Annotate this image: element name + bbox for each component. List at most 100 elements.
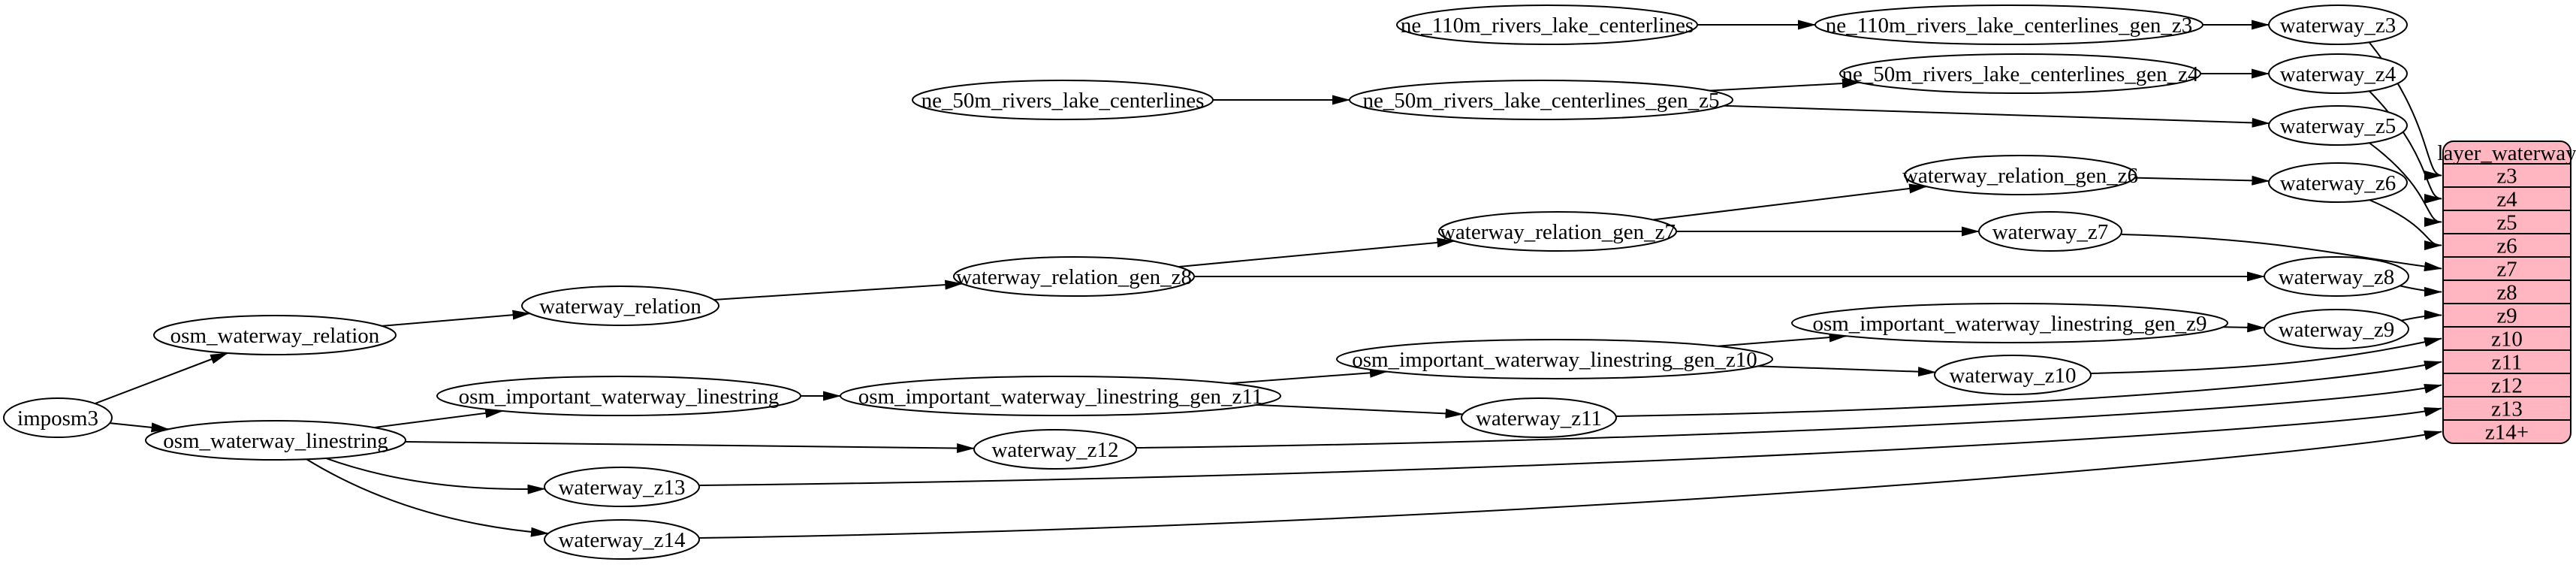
edge-waterway_z5-to-table-z5 <box>2368 142 2442 227</box>
node-ellipse-osm_important_waterway_linestring_gen_z11 <box>840 376 1281 416</box>
node-osm_important_waterway_linestring_gen_z11: osm_important_waterway_linestring_gen_z1… <box>840 376 1281 416</box>
edge-osm_waterway_linestring-to-waterway_z12 <box>405 440 976 453</box>
node-waterway_z8: waterway_z8 <box>2264 256 2409 297</box>
edge-ne_50m_rivers_lake_centerlines_gen_z5-to-waterway_z5 <box>1724 104 2270 128</box>
node-label-waterway_z7: waterway_z7 <box>1992 220 2109 244</box>
node-ellipse-waterway_z10 <box>1934 355 2092 395</box>
node-ellipse-waterway_relation_gen_z7 <box>1438 211 1677 252</box>
table-row-z4: z4 <box>2496 188 2517 212</box>
edge-waterway_z11-to-table-z11 <box>1615 360 2442 417</box>
edge-waterway_z14-to-table-z14+ <box>698 430 2442 539</box>
node-label-ne_50m_rivers_lake_centerlines_gen_z4: ne_50m_rivers_lake_centerlines_gen_z4 <box>1842 62 2199 86</box>
node-ellipse-waterway_z14 <box>544 519 700 560</box>
node-osm_important_waterway_linestring_gen_z9: osm_important_waterway_linestring_gen_z9 <box>1791 303 2228 343</box>
edge-waterway_z12-to-table-z12 <box>1136 383 2442 449</box>
graph-root: z3z4z5z6z7z8z9z10z11z12z13z14+layer_wate… <box>3 5 2576 560</box>
node-ellipse-ne_50m_rivers_lake_centerlines_gen_z5 <box>1349 80 1733 120</box>
node-ne_50m_rivers_lake_centerlines: ne_50m_rivers_lake_centerlines <box>912 80 1214 120</box>
node-ellipse-waterway_relation_gen_z8 <box>953 256 1195 297</box>
node-label-waterway_z11: waterway_z11 <box>1476 406 1602 431</box>
table-row-z12: z12 <box>2491 374 2523 398</box>
edge-osm_important_waterway_linestring_gen_z9-to-waterway_z9 <box>2223 322 2266 333</box>
node-ne_50m_rivers_lake_centerlines_gen_z4: ne_50m_rivers_lake_centerlines_gen_z4 <box>1839 53 2201 94</box>
table-row-z13: z13 <box>2491 397 2523 421</box>
node-ellipse-osm_waterway_relation <box>153 315 397 355</box>
node-ellipse-waterway_z4 <box>2268 53 2408 94</box>
node-waterway_z13: waterway_z13 <box>544 467 700 507</box>
edge-waterway_relation_gen_z8-to-waterway_relation_gen_z7 <box>1178 237 1455 268</box>
node-label-imposm3: imposm3 <box>17 406 98 431</box>
node-label-osm_waterway_linestring: osm_waterway_linestring <box>163 429 388 453</box>
edge-waterway_relation_gen_z7-to-waterway_relation_gen_z6 <box>1652 183 1928 221</box>
edge-waterway_z10-to-table-z10 <box>2090 337 2442 374</box>
edge-imposm3-to-osm_waterway_relation <box>95 352 229 405</box>
node-ellipse-waterway_relation_gen_z6 <box>1904 155 2137 195</box>
node-label-osm_waterway_relation: osm_waterway_relation <box>170 324 380 348</box>
table-row-z11: z11 <box>2492 351 2523 375</box>
node-waterway_relation_gen_z8: waterway_relation_gen_z8 <box>953 256 1195 297</box>
node-label-waterway_z5: waterway_z5 <box>2280 114 2397 138</box>
node-label-ne_50m_rivers_lake_centerlines: ne_50m_rivers_lake_centerlines <box>922 89 1205 113</box>
table-row-z3: z3 <box>2496 165 2517 189</box>
edge-ne_50m_rivers_lake_centerlines_gen_z5-to-ne_50m_rivers_lake_centerlines_gen_z4 <box>1709 78 1860 92</box>
node-label-ne_110m_rivers_lake_centerlines_gen_z3: ne_110m_rivers_lake_centerlines_gen_z3 <box>1826 14 2193 38</box>
node-label-waterway_z10: waterway_z10 <box>1949 364 2076 388</box>
table-row-z10: z10 <box>2491 328 2523 352</box>
table-row-z5: z5 <box>2496 211 2517 235</box>
node-label-waterway_z13: waterway_z13 <box>558 476 685 500</box>
node-ellipse-ne_50m_rivers_lake_centerlines_gen_z4 <box>1839 53 2201 94</box>
node-ellipse-osm_waterway_linestring <box>145 420 406 461</box>
node-ellipse-waterway_z12 <box>973 429 1137 470</box>
edge-waterway_z9-to-table-z9 <box>2401 310 2442 322</box>
edge-osm_important_waterway_linestring_gen_z11-to-waterway_z11 <box>1256 403 1464 418</box>
node-ellipse-waterway_z5 <box>2268 105 2408 146</box>
edge-waterway_z6-to-table-z6 <box>2369 198 2442 250</box>
node-label-waterway_z3: waterway_z3 <box>2280 14 2397 38</box>
node-label-waterway_z6: waterway_z6 <box>2280 171 2397 195</box>
edge-waterway_relation-to-waterway_relation_gen_z8 <box>713 279 964 301</box>
node-label-waterway_relation: waterway_relation <box>539 295 701 319</box>
node-ellipse-waterway_z3 <box>2268 5 2408 45</box>
node-ellipse-ne_110m_rivers_lake_centerlines <box>1396 5 1698 45</box>
node-ellipse-osm_important_waterway_linestring <box>436 376 801 416</box>
node-label-waterway_z12: waterway_z12 <box>991 438 1118 462</box>
node-label-ne_50m_rivers_lake_centerlines_gen_z5: ne_50m_rivers_lake_centerlines_gen_z5 <box>1362 89 1719 113</box>
node-ellipse-waterway_z11 <box>1461 397 1617 438</box>
table-title: layer_waterway <box>2437 141 2576 165</box>
node-waterway_relation_gen_z7: waterway_relation_gen_z7 <box>1438 211 1677 252</box>
node-osm_waterway_linestring: osm_waterway_linestring <box>145 420 406 461</box>
node-label-waterway_z9: waterway_z9 <box>2279 318 2395 342</box>
node-label-osm_important_waterway_linestring_gen_z9: osm_important_waterway_linestring_gen_z9 <box>1812 312 2206 336</box>
node-imposm3: imposm3 <box>3 397 113 438</box>
node-osm_important_waterway_linestring: osm_important_waterway_linestring <box>436 376 801 416</box>
edge-osm_waterway_linestring-to-waterway_z13 <box>325 458 546 494</box>
node-label-osm_important_waterway_linestring_gen_z11: osm_important_waterway_linestring_gen_z1… <box>858 385 1263 409</box>
edge-osm_important_waterway_linestring_gen_z11-to-osm_important_waterway_linestring_gen_z10 <box>1229 367 1388 385</box>
edge-osm_waterway_linestring-to-osm_important_waterway_linestring <box>374 408 504 429</box>
node-label-waterway_z14: waterway_z14 <box>558 528 686 552</box>
node-label-waterway_relation_gen_z6: waterway_relation_gen_z6 <box>1902 164 2138 188</box>
node-ne_50m_rivers_lake_centerlines_gen_z5: ne_50m_rivers_lake_centerlines_gen_z5 <box>1349 80 1733 120</box>
node-waterway_z9: waterway_z9 <box>2264 309 2409 349</box>
node-ellipse-osm_important_waterway_linestring_gen_z9 <box>1791 303 2228 343</box>
node-ellipse-imposm3 <box>3 397 113 438</box>
node-label-waterway_z8: waterway_z8 <box>2279 265 2395 289</box>
node-ne_110m_rivers_lake_centerlines: ne_110m_rivers_lake_centerlines <box>1396 5 1698 45</box>
edge-osm_waterway_relation-to-waterway_relation <box>382 310 531 327</box>
node-label-osm_important_waterway_linestring: osm_important_waterway_linestring <box>459 385 780 409</box>
node-waterway_z10: waterway_z10 <box>1934 355 2092 395</box>
node-ellipse-waterway_z7 <box>1978 211 2122 252</box>
node-waterway_z12: waterway_z12 <box>973 429 1137 470</box>
node-waterway_z11: waterway_z11 <box>1461 397 1617 438</box>
node-ellipse-ne_50m_rivers_lake_centerlines <box>912 80 1214 120</box>
node-label-waterway_relation_gen_z7: waterway_relation_gen_z7 <box>1440 220 1676 244</box>
node-ellipse-waterway_z6 <box>2268 162 2408 203</box>
node-waterway_z14: waterway_z14 <box>544 519 700 560</box>
node-waterway_z3: waterway_z3 <box>2268 5 2408 45</box>
table-row-z6: z6 <box>2496 234 2517 258</box>
node-ne_110m_rivers_lake_centerlines_gen_z3: ne_110m_rivers_lake_centerlines_gen_z3 <box>1814 5 2203 45</box>
table-row-z7: z7 <box>2496 258 2517 282</box>
node-label-osm_important_waterway_linestring_gen_z10: osm_important_waterway_linestring_gen_z1… <box>1352 348 1757 372</box>
edge-waterway_z7-to-table-z7 <box>2121 234 2442 272</box>
